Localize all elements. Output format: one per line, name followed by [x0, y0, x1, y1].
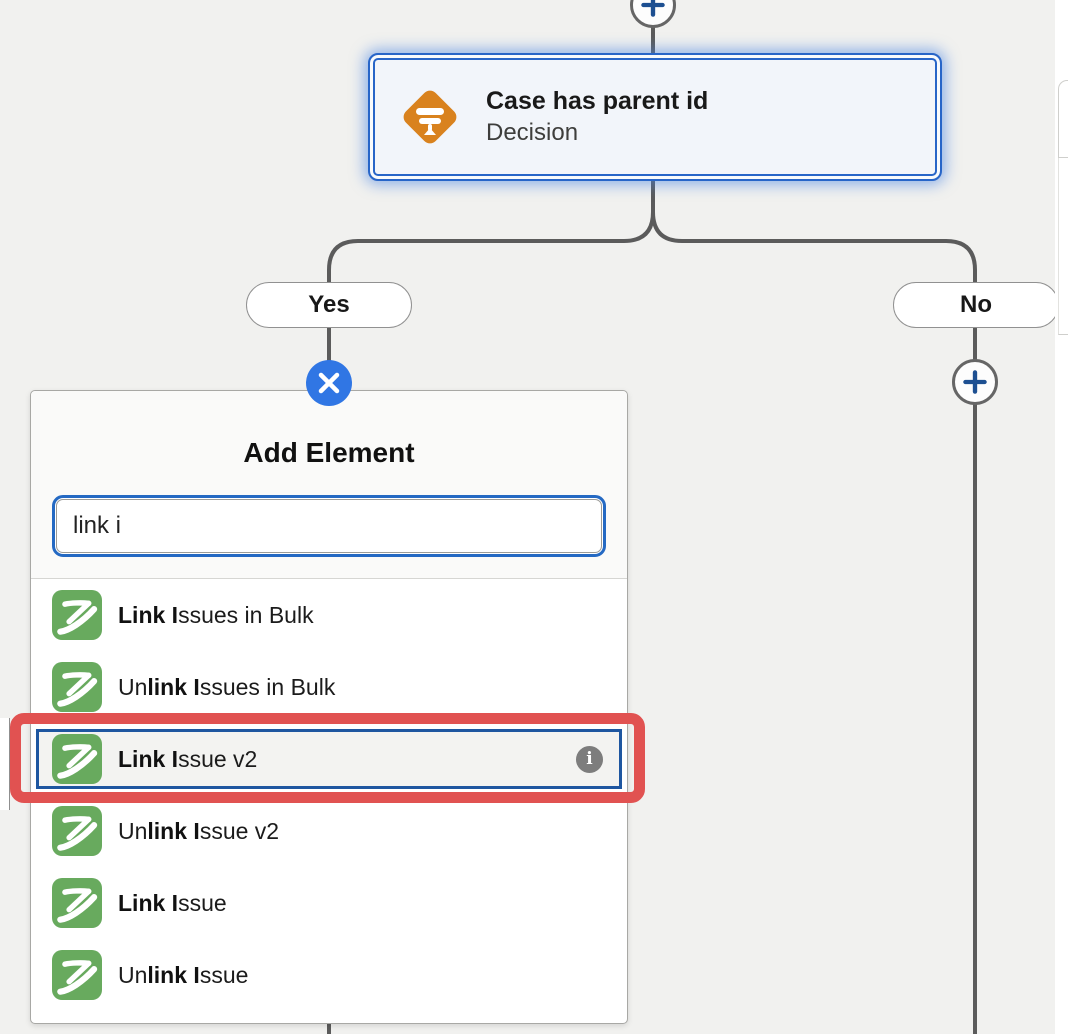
add-icon [641, 0, 665, 17]
left-panel-edge [0, 718, 10, 810]
branch-label-no: No [893, 282, 1059, 328]
right-panel-card-edge [1058, 80, 1068, 158]
popup-header: Add Element [31, 391, 627, 579]
z-app-icon [52, 590, 102, 640]
yes-label-text: Yes [308, 291, 350, 318]
list-item-label: Unlink Issue [118, 961, 249, 988]
add-element-popup: Add Element Link Issues in Bulk [30, 390, 628, 1024]
search-box [52, 495, 606, 557]
list-item-label: Link Issues in Bulk [118, 601, 314, 628]
branch-label-yes: Yes [246, 282, 412, 328]
popup-title: Add Element [243, 437, 415, 468]
right-panel-card-edge [1058, 158, 1068, 335]
list-item-unlink-issues-in-bulk[interactable]: Unlink Issues in Bulk [31, 651, 627, 723]
close-add-element-button[interactable] [306, 360, 352, 406]
decision-icon [403, 90, 457, 144]
close-icon [318, 372, 340, 394]
list-item-label: Link Issue [118, 889, 227, 916]
right-panel-edge [1055, 0, 1068, 1034]
list-item-link-issues-in-bulk[interactable]: Link Issues in Bulk [31, 579, 627, 651]
z-app-icon [52, 878, 102, 928]
list-item-unlink-issue[interactable]: Unlink Issue [31, 939, 627, 1011]
search-input[interactable] [56, 499, 602, 553]
info-icon[interactable]: i [576, 745, 603, 773]
node-title: Case has parent id [486, 86, 709, 115]
list-item-link-issue[interactable]: Link Issue [31, 867, 627, 939]
add-node-button-top[interactable] [630, 0, 676, 28]
z-app-icon [52, 734, 102, 784]
search-results-list: Link Issues in Bulk Unlink Issues in Bul… [31, 579, 627, 1011]
list-item-unlink-issue-v2[interactable]: Unlink Issue v2 [31, 795, 627, 867]
z-app-icon [52, 806, 102, 856]
list-item-label: Unlink Issues in Bulk [118, 673, 336, 700]
list-item-label: Link Issue v2 [118, 745, 258, 772]
add-icon [963, 370, 987, 394]
list-item-label: Unlink Issue v2 [118, 817, 280, 844]
z-app-icon [52, 950, 102, 1000]
no-label-text: No [960, 291, 992, 318]
node-subtitle: Decision [486, 119, 579, 147]
list-item-link-issue-v2[interactable]: Link Issue v2 i [36, 729, 622, 789]
z-app-icon [52, 662, 102, 712]
add-element-button-no-branch[interactable] [952, 359, 998, 405]
decision-node-case-has-parent-id[interactable]: Case has parent id Decision [368, 53, 942, 181]
